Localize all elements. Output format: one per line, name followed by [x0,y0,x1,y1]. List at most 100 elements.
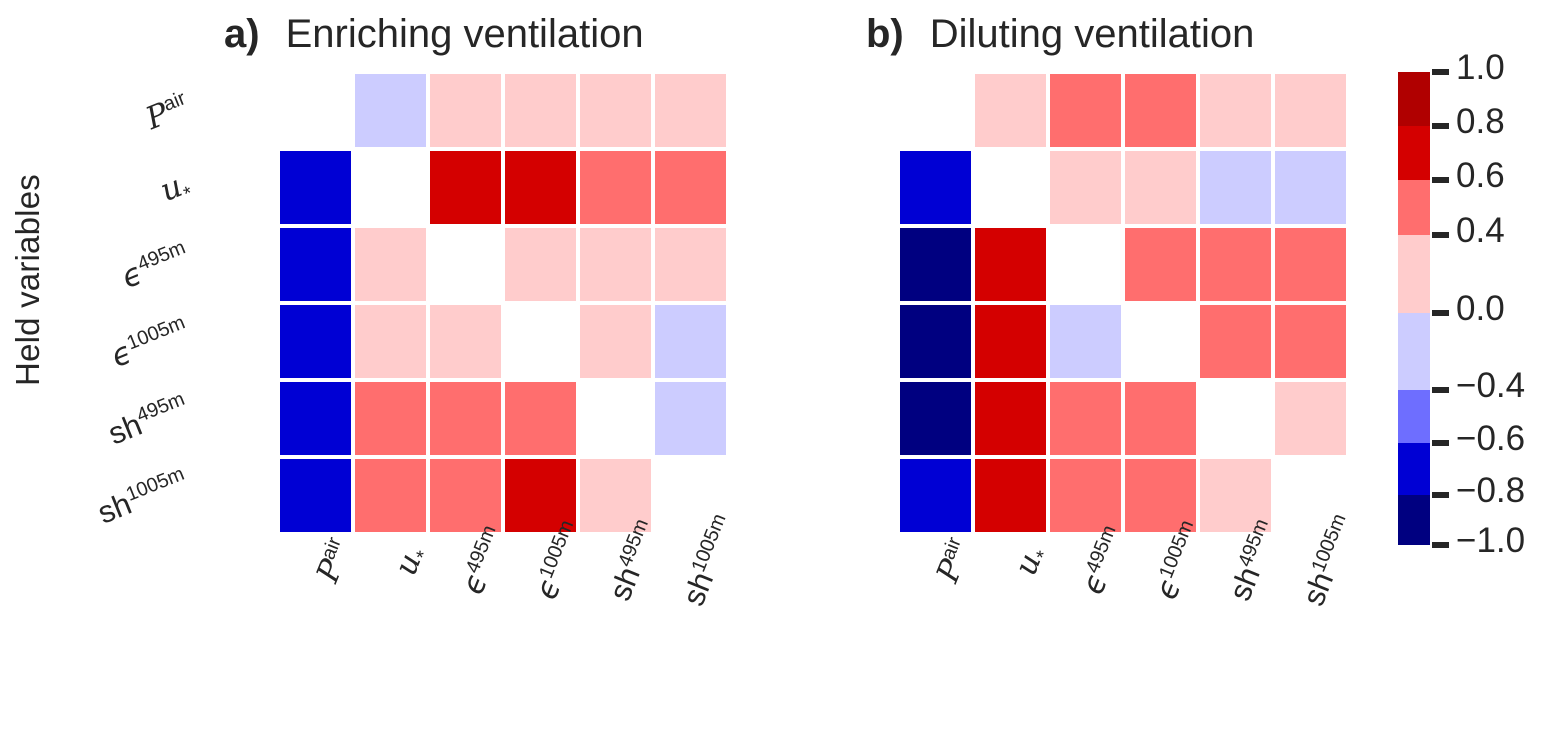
panel-b-tag: b) [866,12,904,56]
heatmap-cell [1275,228,1350,305]
colorbar-tick-label-1: 0.8 [1456,102,1505,141]
cell-swatch [580,305,651,378]
heatmap-cell [1050,382,1125,459]
cell-swatch [655,151,726,224]
panel-enriching-ventilation: a) Enriching ventilation Pair u* ϵ495m ϵ1005… [56,0,756,754]
cell-swatch [1125,459,1196,532]
cell-swatch [655,459,726,532]
heatmap-cell [655,459,730,536]
cell-swatch [355,151,426,224]
cell-swatch [505,74,576,147]
x-tick-1: u* [1007,547,1055,581]
panel-b-title-text: Diluting ventilation [929,12,1255,56]
heatmap-cell [975,305,1050,382]
panel-a-tag: a) [224,12,260,56]
cell-swatch [1200,151,1271,224]
cell-swatch [430,459,501,532]
heatmap-cell [1275,459,1350,536]
heatmap-cell [505,74,580,151]
cell-swatch [655,305,726,378]
heatmap-cell [580,459,655,536]
heatmap-cell [280,305,355,382]
heatmap-cell [975,382,1050,459]
colorbar-tick-6 [1432,440,1449,446]
cell-swatch [1275,382,1346,455]
cell-swatch [505,459,576,532]
heatmap-cell [280,228,355,305]
cell-swatch [975,382,1046,455]
cell-swatch [1050,382,1121,455]
cell-swatch [355,228,426,301]
colorbar-tick-7 [1432,492,1449,498]
heatmap-cell [655,74,730,151]
cell-swatch [900,74,971,147]
cell-swatch [280,305,351,378]
y-tick-1: u* [154,168,196,209]
heatmap-cell [1275,151,1350,228]
cell-swatch [1275,74,1346,147]
colorbar-tick-label-0: 1.0 [1456,48,1505,87]
heatmap-cell [1200,459,1275,536]
heatmap-cell [1125,459,1200,536]
colorbar-tick-label-8: −1.0 [1456,521,1526,560]
heatmap-cell [505,228,580,305]
cell-swatch [580,459,651,532]
heatmap-cell [1050,151,1125,228]
heatmap-cell [430,382,505,459]
y-tick-2: ϵ495m [116,236,189,297]
cell-swatch [430,151,501,224]
panel-a-title-text: Enriching ventilation [285,12,644,56]
cell-swatch [1050,74,1121,147]
heatmap-cell [900,382,975,459]
cell-swatch [505,228,576,301]
heatmap-cell [580,151,655,228]
cell-swatch [1275,228,1346,301]
cell-swatch [1200,305,1271,378]
colorbar-band-4 [1398,313,1430,390]
heatmap-cell [430,228,505,305]
cell-swatch [1275,459,1346,532]
colorbar-band-5 [1398,390,1430,443]
cell-swatch [900,305,971,378]
heatmap-cell [1275,74,1350,151]
heatmap-cell [580,74,655,151]
heatmap-cell [1200,228,1275,305]
cell-swatch [580,228,651,301]
x-tick-3: ϵ1005m [1147,517,1198,605]
heatmap-cell [975,459,1050,536]
heatmap-cell [1125,305,1200,382]
cell-swatch [900,382,971,455]
colorbar-band-1 [1398,126,1430,180]
cell-swatch [505,305,576,378]
cell-swatch [355,305,426,378]
y-tick-3: ϵ1005m [105,311,188,376]
heatmap-cell [505,459,580,536]
cell-swatch [975,74,1046,147]
heatmap-cell [1125,74,1200,151]
colorbar-band-0 [1398,72,1430,126]
heatmap-cell [355,305,430,382]
heatmap-cell [1200,74,1275,151]
heatmap-cell [1125,151,1200,228]
cell-swatch [580,151,651,224]
heatmap-cell [1050,74,1125,151]
cell-swatch [280,459,351,532]
colorbar-band-3 [1398,235,1430,313]
x-tick-3: ϵ1005m [527,517,578,605]
cell-swatch [280,151,351,224]
x-tick-0: Pair [309,534,351,588]
cell-swatch [655,382,726,455]
heatmap-cell [655,382,730,459]
heatmap-cell [280,382,355,459]
x-tick-0: Pair [929,534,971,588]
x-tick-5: sh1005m [1295,510,1351,611]
heatmap-cell [900,228,975,305]
heatmap-cell [975,151,1050,228]
colorbar-tick-label-4: 0.0 [1456,289,1505,328]
cell-swatch [900,459,971,532]
heatmap-cell [900,151,975,228]
cell-swatch [900,151,971,224]
heatmap-cell [1200,151,1275,228]
